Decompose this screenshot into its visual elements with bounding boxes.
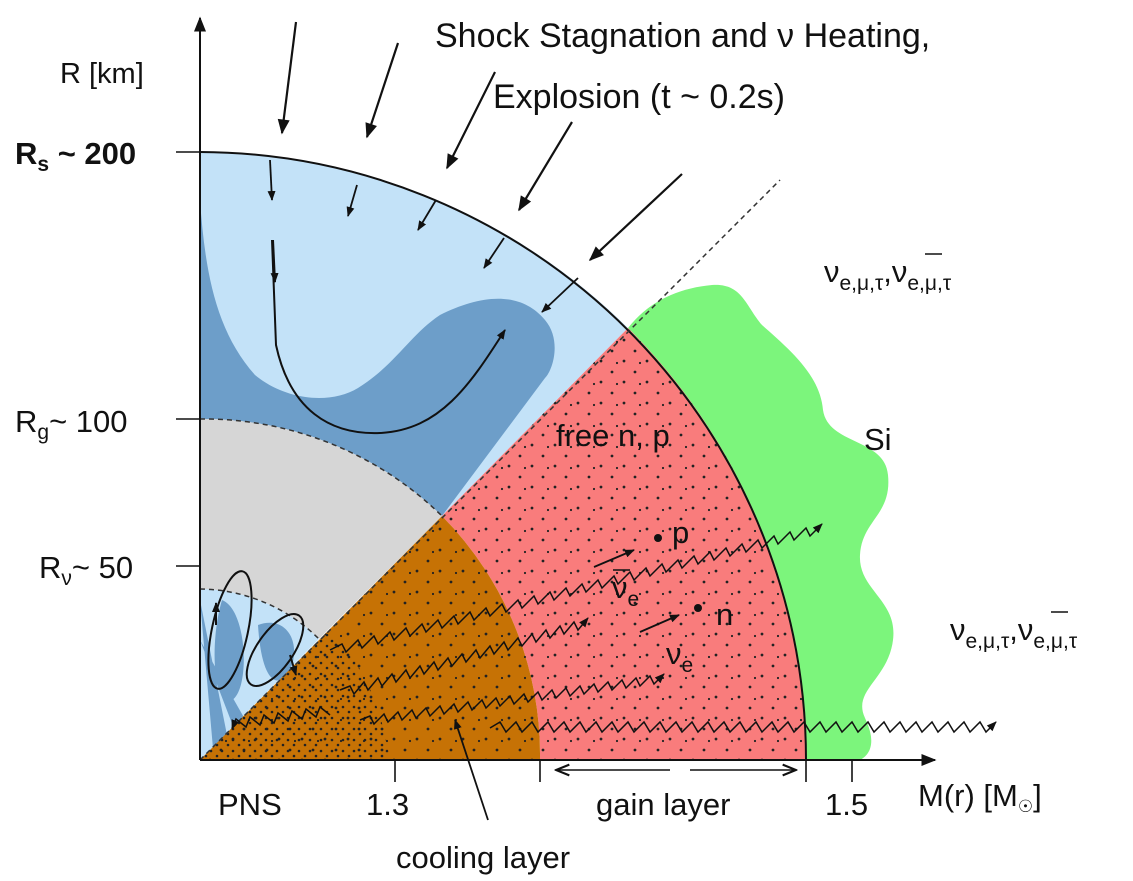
infall-arrow-short [417, 199, 437, 231]
neutrinosphere-arc [199, 588, 320, 640]
neutrino-paths [231, 523, 997, 734]
infall-arrow-short [346, 184, 358, 217]
antineutrino-arrow [593, 549, 635, 568]
diagonal-dashed-line [199, 179, 781, 761]
silicon-label: Si [864, 422, 892, 457]
title-line1: Shock Stagnation and ν Heating, [435, 17, 930, 55]
infall-arrow-short [267, 159, 276, 201]
cooling-layer-label: cooling layer [396, 840, 570, 875]
shock-radius-label: Rs ~ 200 [15, 136, 136, 176]
infall-arrows-outer [277, 21, 683, 262]
gain-layer-label: gain layer [596, 787, 730, 822]
infall-arrow [277, 21, 298, 135]
x-tick-label-1-5: 1.5 [825, 787, 868, 822]
infall-arrow [446, 71, 496, 170]
infall-arrow [365, 42, 400, 139]
neutrino-wiggle-low [359, 673, 665, 726]
cooling-layer-pointer [454, 719, 489, 821]
x-axis-label: M(r) [M☉] [918, 778, 1042, 816]
infall-arrows-inner [267, 159, 579, 313]
neutrino-wiggle-mid [339, 617, 589, 696]
title-line2: Explosion (t ~ 0.2s) [493, 78, 785, 116]
neutrino-wiggle-backflow [231, 705, 331, 730]
convection-loop [207, 570, 253, 690]
proton-dot [654, 534, 662, 542]
pns-convection-loops [207, 570, 305, 690]
loop-arrow [289, 654, 298, 676]
infall-arrow-short [541, 277, 579, 313]
pns-convection-fingers [200, 600, 295, 760]
convective-plume [200, 200, 555, 516]
convection-loop [245, 613, 305, 687]
infall-arrow-short [483, 237, 505, 269]
neutron-dot [694, 604, 702, 612]
silicon-shell [628, 284, 894, 760]
proton-label: p [672, 515, 689, 550]
convective-downflow-arrowhead [270, 239, 279, 283]
neutrino-arrow [639, 614, 680, 633]
free-nucleons-label: free n, p [556, 418, 670, 453]
pns-dense-dots [200, 630, 390, 760]
infall-arrow [518, 121, 573, 212]
solar-mass-symbol: ☉ [1018, 797, 1033, 816]
nu-radius-label: Rν~ 50 [39, 550, 133, 590]
neutrino-wiggle-upper [329, 523, 823, 654]
all-flavor-label-upper: νe,μ,τ,νe,μ,τ [824, 254, 952, 295]
antineutrino-label: νe [612, 570, 639, 611]
neutron-label: n [716, 597, 733, 632]
y-axis-label: R [km] [60, 58, 144, 90]
neutrino-wiggle-escape [489, 720, 997, 734]
gray-shell [200, 418, 442, 639]
convective-flow-arrow [271, 239, 506, 435]
neutrino-e-label: νe [666, 636, 693, 677]
all-flavor-label-lower: νe,μ,τ,νe,μ,τ [950, 612, 1078, 653]
gain-radius-label: Rg~ 100 [15, 404, 128, 444]
x-tick-label-pns: PNS [218, 787, 282, 822]
infall-arrow [588, 173, 683, 262]
gain-layer-dots [442, 328, 807, 760]
x-tick-label-1-3: 1.3 [366, 787, 409, 822]
